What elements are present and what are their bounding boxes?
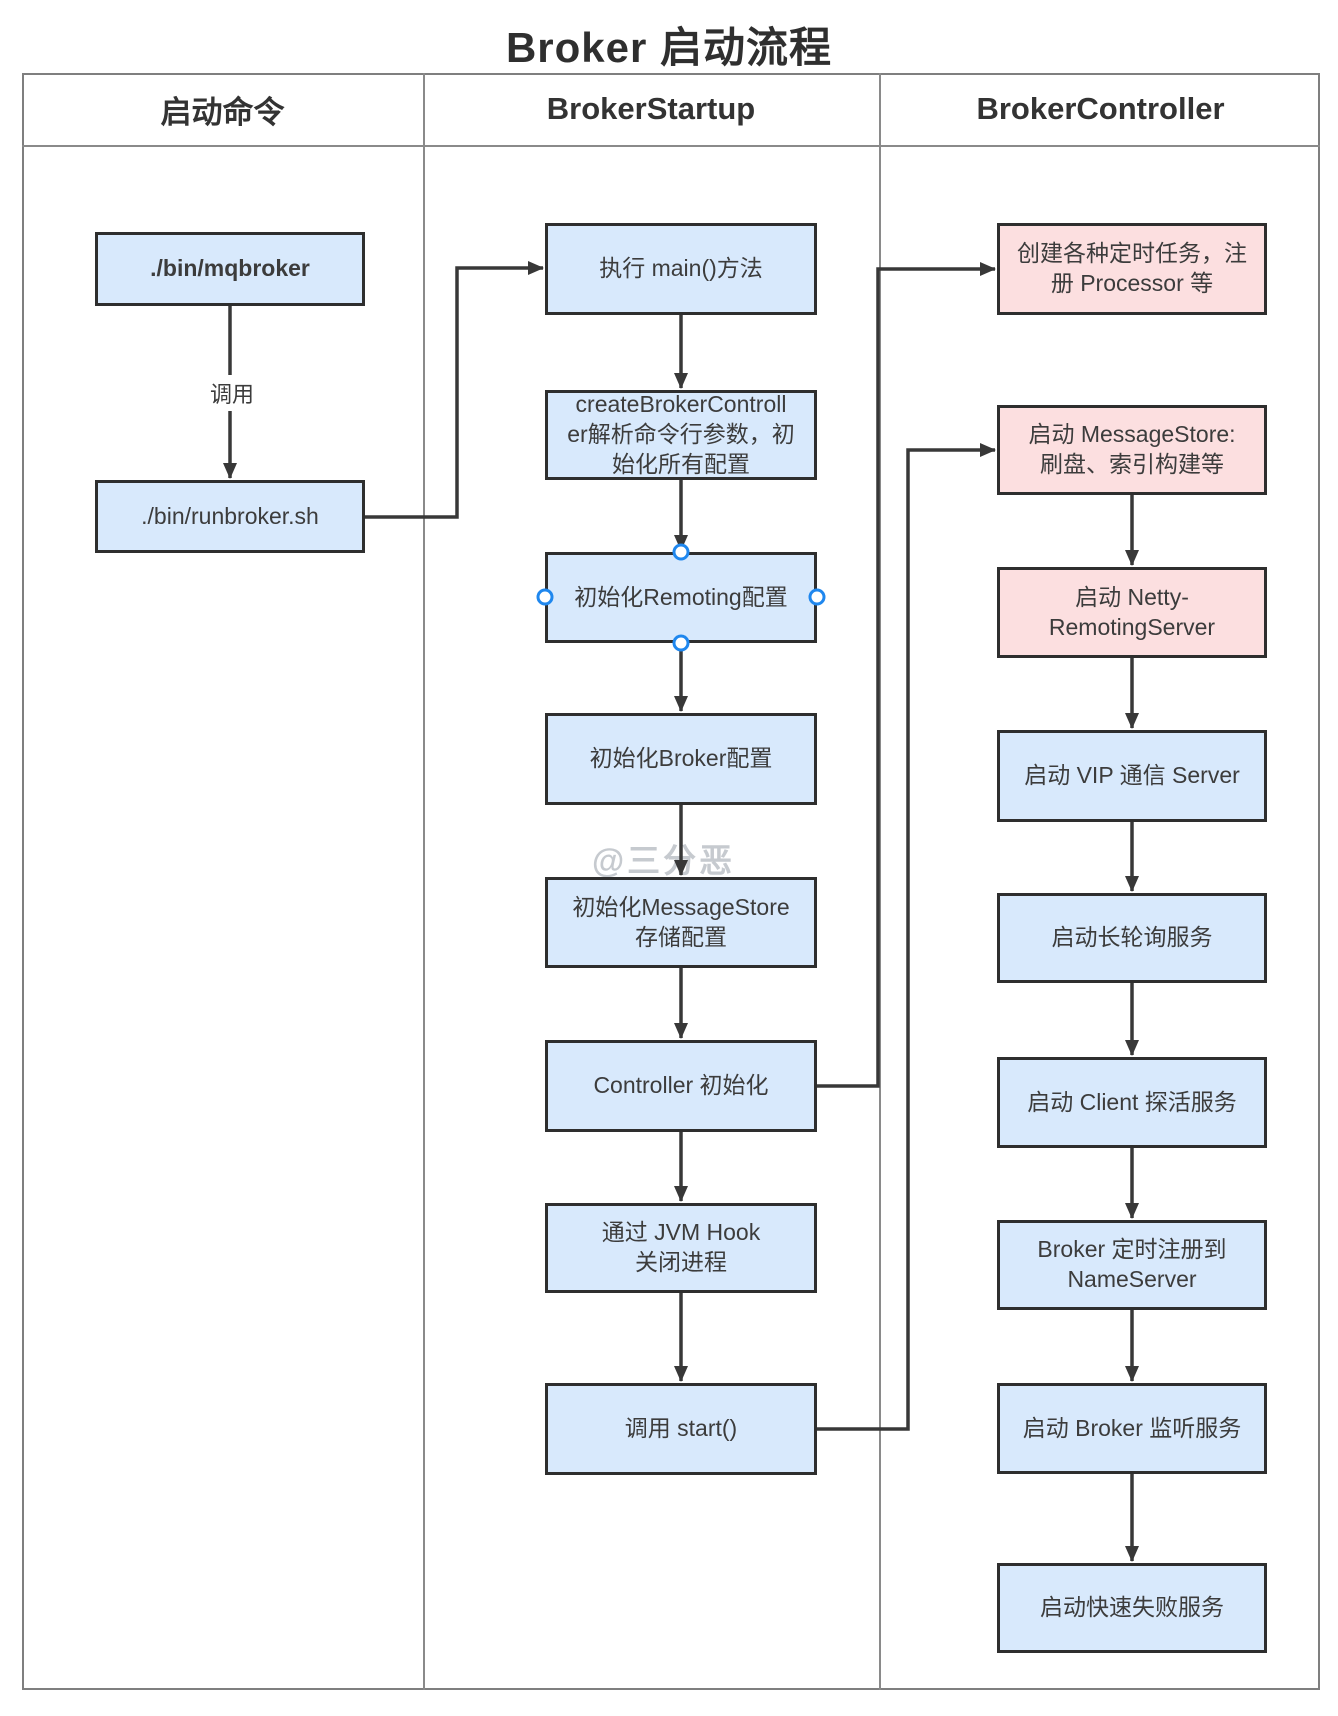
node-broker-listen[interactable]: 启动 Broker 监听服务	[997, 1383, 1267, 1474]
watermark: @三分恶	[592, 842, 736, 879]
node-label: 启动长轮询服务	[1051, 924, 1213, 951]
node-long-polling[interactable]: 启动长轮询服务	[997, 893, 1267, 983]
column-header-brokercontroller: BrokerController	[976, 91, 1225, 126]
node-client-probe[interactable]: 启动 Client 探活服务	[997, 1057, 1267, 1148]
node-remoting-config[interactable]: 初始化Remoting配置	[545, 552, 817, 643]
node-label: 通过 JVM Hook 关闭进程	[601, 1219, 761, 1275]
column-header-startup-command: 启动命令	[160, 94, 285, 130]
column-divider-2	[879, 73, 881, 1690]
node-label: 启动 Netty- RemotingServer	[1048, 583, 1216, 640]
node-label: 启动 Broker 监听服务	[1022, 1414, 1242, 1441]
node-fast-fail[interactable]: 启动快速失败服务	[997, 1563, 1267, 1653]
node-jvm-hook[interactable]: 通过 JVM Hook 关闭进程	[545, 1203, 817, 1293]
node-create-broker-controller[interactable]: createBrokerControll er解析命令行参数，初 始化所有配置	[545, 390, 817, 480]
node-broker-config[interactable]: 初始化Broker配置	[545, 713, 817, 805]
node-runbroker[interactable]: ./bin/runbroker.sh	[95, 480, 365, 553]
node-start-messagestore[interactable]: 启动 MessageStore: 刷盘、索引构建等	[997, 405, 1267, 495]
node-controller-init[interactable]: Controller 初始化	[545, 1040, 817, 1132]
node-label: 初始化Remoting配置	[574, 583, 788, 610]
column-divider-1	[423, 73, 425, 1690]
swimlane-frame	[22, 73, 1320, 1690]
column-header-brokerstartup: BrokerStartup	[546, 91, 756, 126]
node-timer-tasks[interactable]: 创建各种定时任务，注 册 Processor 等	[997, 223, 1267, 315]
node-label: 初始化MessageStore 存储配置	[572, 893, 790, 950]
node-messagestore-config[interactable]: 初始化MessageStore 存储配置	[545, 877, 817, 968]
edge-label-invoke: 调用	[203, 375, 261, 411]
header-divider-line	[22, 145, 1320, 147]
node-call-start[interactable]: 调用 start()	[545, 1383, 817, 1475]
node-label: Broker 定时注册到 NameServer	[1037, 1236, 1227, 1292]
node-label: ./bin/mqbroker	[150, 255, 310, 282]
node-label: Controller 初始化	[593, 1072, 769, 1099]
node-label: 创建各种定时任务，注 册 Processor 等	[1017, 240, 1247, 296]
node-label: 执行 main()方法	[599, 255, 763, 282]
node-vip-server[interactable]: 启动 VIP 通信 Server	[997, 730, 1267, 822]
node-label: 调用 start()	[624, 1415, 738, 1442]
node-mqbroker[interactable]: ./bin/mqbroker	[95, 232, 365, 306]
node-label: createBrokerControll er解析命令行参数，初 始化所有配置	[567, 391, 795, 477]
diagram-title: Broker 启动流程	[505, 24, 833, 71]
node-label: 启动 VIP 通信 Server	[1024, 762, 1240, 789]
node-label: 初始化Broker配置	[589, 745, 773, 772]
node-label: 启动快速失败服务	[1040, 1594, 1224, 1621]
node-register-nameserver[interactable]: Broker 定时注册到 NameServer	[997, 1220, 1267, 1310]
node-label: ./bin/runbroker.sh	[141, 502, 319, 529]
node-label: 启动 MessageStore: 刷盘、索引构建等	[1028, 421, 1236, 477]
node-main-method[interactable]: 执行 main()方法	[545, 223, 817, 315]
node-netty-remoting-server[interactable]: 启动 Netty- RemotingServer	[997, 567, 1267, 658]
node-label: 启动 Client 探活服务	[1027, 1088, 1237, 1115]
